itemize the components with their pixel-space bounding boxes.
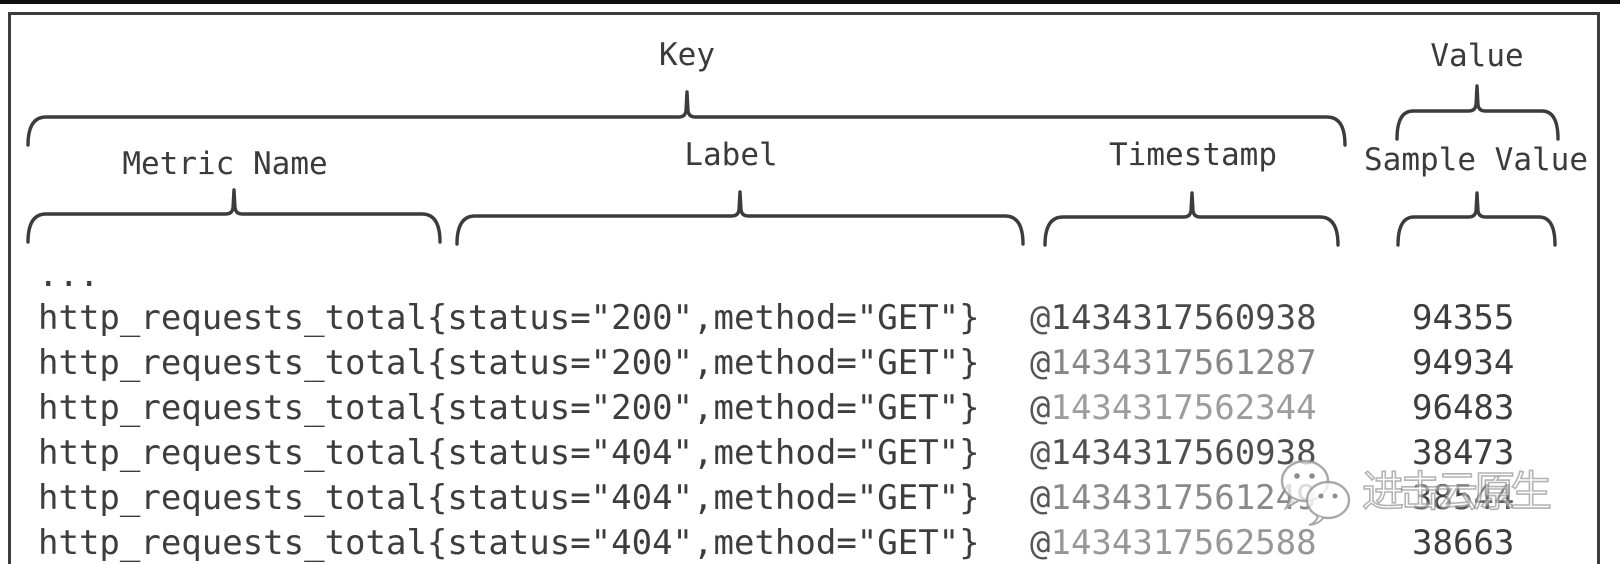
metric-cell: http_requests_total{status="200",method=… — [38, 298, 980, 338]
label-brace — [455, 190, 1025, 246]
at-sign: @ — [1030, 343, 1051, 383]
timestamp-cell: @1434317562588 — [1030, 523, 1317, 563]
metric-cell: http_requests_total{status="404",method=… — [38, 523, 980, 563]
table-row: http_requests_total{status="200",method=… — [0, 296, 1620, 341]
ellipsis-row: ... — [0, 253, 1620, 298]
metric-cell: http_requests_total{status="404",method=… — [38, 433, 980, 473]
sample-value-brace — [1396, 191, 1557, 247]
top-edge-strip — [0, 0, 1620, 4]
metric-cell: http_requests_total{status="200",method=… — [38, 343, 980, 383]
value-cell: 94934 — [1412, 343, 1515, 383]
table-row: http_requests_total{status="200",method=… — [0, 341, 1620, 386]
timestamp-cell: @1434317562344 — [1030, 388, 1317, 428]
value-cell: 94355 — [1412, 298, 1515, 338]
timestamp-cell: @1434317560938 — [1030, 433, 1317, 473]
timestamp-cell: @1434317560938 — [1030, 298, 1317, 338]
value-cell: 96483 — [1412, 388, 1515, 428]
table-row: http_requests_total{status="404",method=… — [0, 431, 1620, 476]
label-label: Label — [684, 137, 778, 173]
value-label: Value — [1430, 38, 1524, 74]
timestamp-brace — [1043, 191, 1340, 247]
value-cell: 38544 — [1412, 478, 1515, 518]
timestamp-label: Timestamp — [1109, 137, 1277, 173]
diagram-frame — [8, 12, 1600, 564]
table-row: http_requests_total{status="404",method=… — [0, 476, 1620, 521]
value-brace — [1395, 84, 1560, 141]
table-row: http_requests_total{status="404",method=… — [0, 521, 1620, 564]
value-cell: 38473 — [1412, 433, 1515, 473]
table-row: http_requests_total{status="200",method=… — [0, 386, 1620, 431]
value-cell: 38663 — [1412, 523, 1515, 563]
metric-name-label: Metric Name — [122, 146, 328, 182]
at-sign: @ — [1030, 298, 1051, 338]
metric-cell: http_requests_total{status="404",method=… — [38, 478, 980, 518]
ellipsis: ... — [38, 255, 100, 295]
timestamp-cell: @1434317561249 — [1030, 478, 1317, 518]
timestamp-cell: @1434317561287 — [1030, 343, 1317, 383]
sample-value-label: Sample Value — [1364, 142, 1588, 178]
key-brace — [26, 90, 1347, 147]
metric-cell: http_requests_total{status="200",method=… — [38, 388, 980, 428]
at-sign: @ — [1030, 478, 1051, 518]
at-sign: @ — [1030, 523, 1051, 563]
metric-name-brace — [26, 188, 442, 244]
at-sign: @ — [1030, 433, 1051, 473]
key-label: Key — [659, 37, 715, 73]
at-sign: @ — [1030, 388, 1051, 428]
